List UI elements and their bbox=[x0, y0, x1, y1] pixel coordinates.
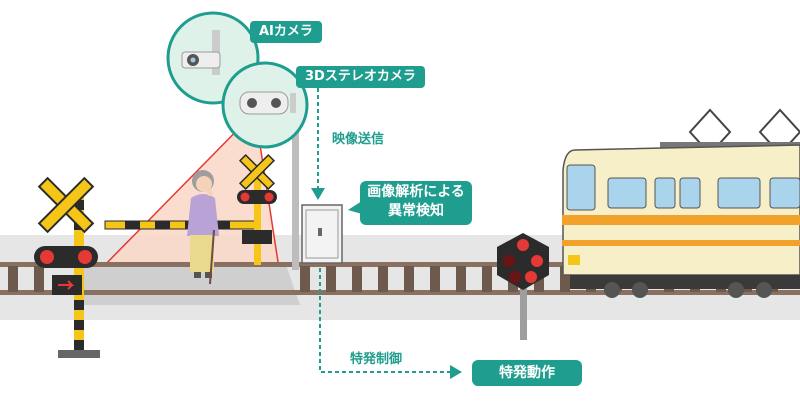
analysis-bubble: 画像解析による 異常検知 bbox=[360, 181, 472, 225]
stereo-camera-label: 3Dステレオカメラ bbox=[296, 66, 425, 88]
video-transmission-arrow bbox=[311, 88, 325, 200]
analysis-line-1: 画像解析による bbox=[360, 183, 472, 202]
crossing-barrier bbox=[105, 221, 255, 229]
ai-camera-label: AIカメラ bbox=[250, 21, 322, 43]
control-box-icon bbox=[302, 205, 342, 263]
special-operation-label: 特発動作 bbox=[472, 360, 582, 386]
analysis-line-2: 異常検知 bbox=[360, 202, 472, 221]
special-control-label: 特発制御 bbox=[350, 348, 402, 367]
stereo-camera-icon bbox=[223, 63, 307, 147]
video-transmission-label: 映像送信 bbox=[332, 128, 384, 147]
crossing-road bbox=[75, 262, 300, 305]
train-icon bbox=[562, 110, 800, 298]
